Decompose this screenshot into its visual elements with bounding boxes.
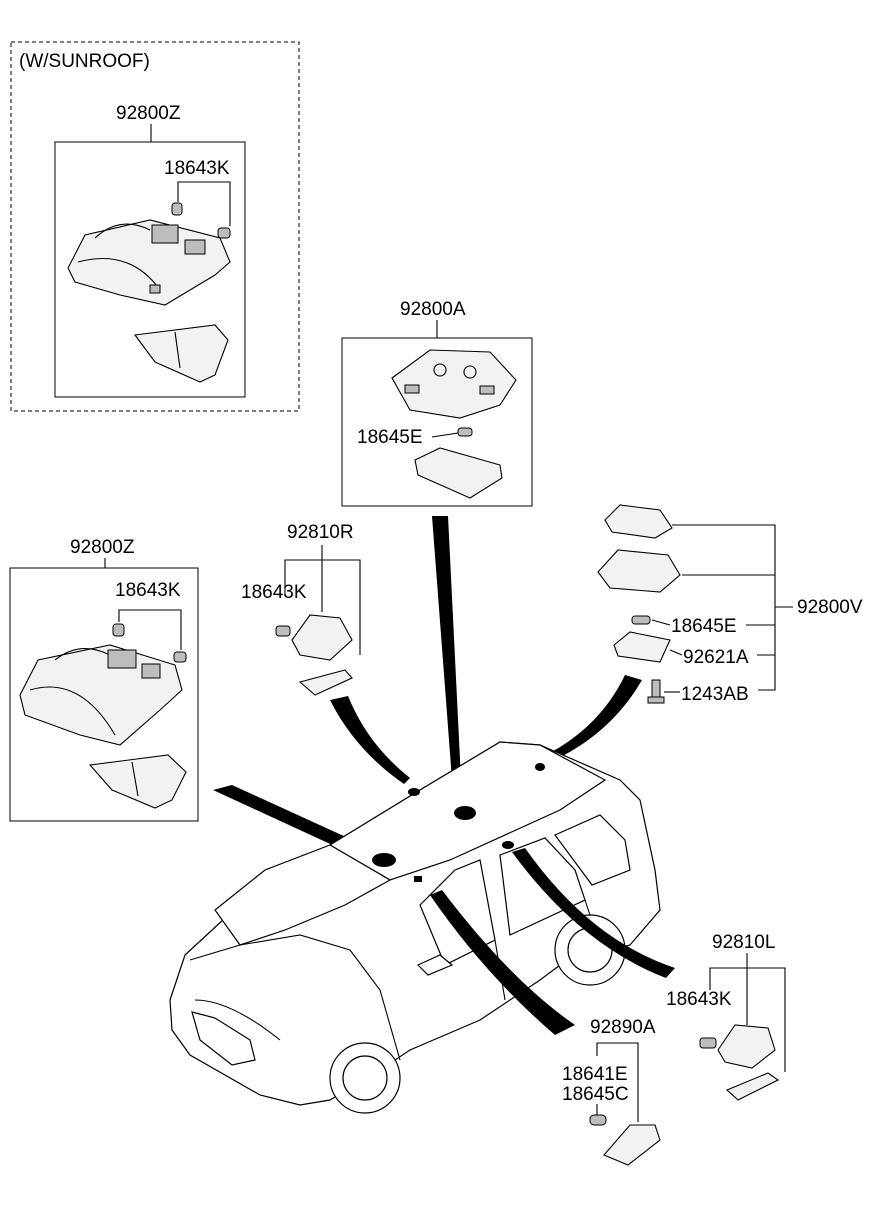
roof-spot-room-lamp-rear <box>535 763 545 771</box>
room-lamp-rear-housing-bottom <box>597 549 681 593</box>
room-lamp-rear-screw-icon <box>647 679 665 704</box>
room-lamp-rear-bulb-leader <box>651 619 671 626</box>
room-lamp-rear-bulb-label: 18645E <box>671 616 737 637</box>
overhead-console-bulb-leader <box>118 609 182 650</box>
room-lamp-left-bulb-label: 18643K <box>666 989 732 1010</box>
map-lamp-bulb-label: 18645E <box>357 427 423 448</box>
room-lamp-left-pointer <box>512 848 675 978</box>
vanity-lamp-bulb-icon <box>589 1114 607 1126</box>
roof-spot-vanity-lamp <box>414 876 422 882</box>
room-lamp-left-bulb-icon <box>699 1037 717 1049</box>
room-lamp-left-housing <box>717 1024 776 1069</box>
room-lamp-rear-lens-leader <box>669 649 683 656</box>
sunroof-title: (W/SUNROOF) <box>19 51 150 72</box>
room-lamp-right-bulb-icon <box>275 625 291 637</box>
vanity-lamp-group: 92890A 18641E 18645C <box>430 890 661 1166</box>
room-lamp-left-lens-icon <box>725 1072 780 1101</box>
vanity-lamp-pointer <box>430 890 575 1035</box>
roof-spot-room-lamp-right <box>408 788 420 796</box>
vanity-lamp-leader <box>596 1042 639 1122</box>
room-lamp-right-assembly-label: 92810R <box>287 522 354 543</box>
roof-spot-map-lamp <box>454 806 476 820</box>
room-lamp-right-pointer <box>330 696 410 784</box>
sunroof-bulb-leader <box>177 181 231 226</box>
overhead-console-lens-icon <box>88 754 187 809</box>
room-lamp-right-lens-icon <box>298 669 353 696</box>
sunroof-group: (W/SUNROOF) 92800Z 18643K <box>10 41 300 412</box>
room-lamp-rear-assembly-label: 92800V <box>797 597 863 618</box>
sunroof-bulb-icon <box>171 202 231 239</box>
sunroof-assembly-frame <box>54 141 246 398</box>
vanity-lamp-bulb-b-label: 18645C <box>562 1084 629 1105</box>
map-lamp-housing <box>391 349 517 419</box>
map-lamp-bulb-icon <box>457 427 473 437</box>
room-lamp-rear-bulb-icon <box>631 615 651 625</box>
sunroof-bulb-label: 18643K <box>164 158 230 179</box>
vanity-lamp-bulb-a-label: 18641E <box>562 1064 628 1085</box>
vanity-lamp-assembly-label: 92890A <box>590 1017 656 1038</box>
room-lamp-left-group: 92810L 18643K <box>512 848 786 1101</box>
map-lamp-pointer <box>432 516 462 806</box>
room-lamp-right-bulb-label: 18643K <box>241 582 307 603</box>
map-lamp-lens-icon <box>414 447 503 499</box>
room-lamp-right-housing <box>291 614 353 661</box>
room-lamp-right-group: 92810R 18643K <box>241 522 410 784</box>
sunroof-console-housing <box>67 219 231 306</box>
map-lamp-group: 92800A 18645E <box>341 299 533 806</box>
room-lamp-rear-screw-label: 1243AB <box>681 684 749 705</box>
room-lamp-rear-lens-icon <box>613 631 671 663</box>
roof-spot-room-lamp-left <box>502 841 514 849</box>
map-lamp-bulb-leader <box>431 432 459 438</box>
room-lamp-rear-group: 92800V 18645E 92621A 1243AB <box>546 504 863 762</box>
room-lamp-rear-pointer <box>546 675 642 762</box>
roof-spot-overhead-console <box>372 853 396 867</box>
map-lamp-frame <box>341 337 533 507</box>
room-lamp-rear-housing-top <box>604 504 673 539</box>
sunroof-assembly-label: 92800Z <box>116 103 181 124</box>
sunroof-lens-icon <box>133 324 229 383</box>
overhead-console-assembly-label: 92800Z <box>70 537 135 558</box>
room-lamp-rear-lens-label: 92621A <box>683 647 749 668</box>
vanity-lamp-housing <box>603 1124 661 1166</box>
map-lamp-assembly-label: 92800A <box>400 299 466 320</box>
room-lamp-left-assembly-label: 92810L <box>712 932 775 953</box>
overhead-console-housing <box>19 644 183 746</box>
overhead-console-bulb-icon <box>112 623 187 663</box>
overhead-console-frame <box>9 567 199 822</box>
overhead-console-bulb-label: 18643K <box>115 580 181 601</box>
sunroof-dashed-frame <box>10 41 300 412</box>
